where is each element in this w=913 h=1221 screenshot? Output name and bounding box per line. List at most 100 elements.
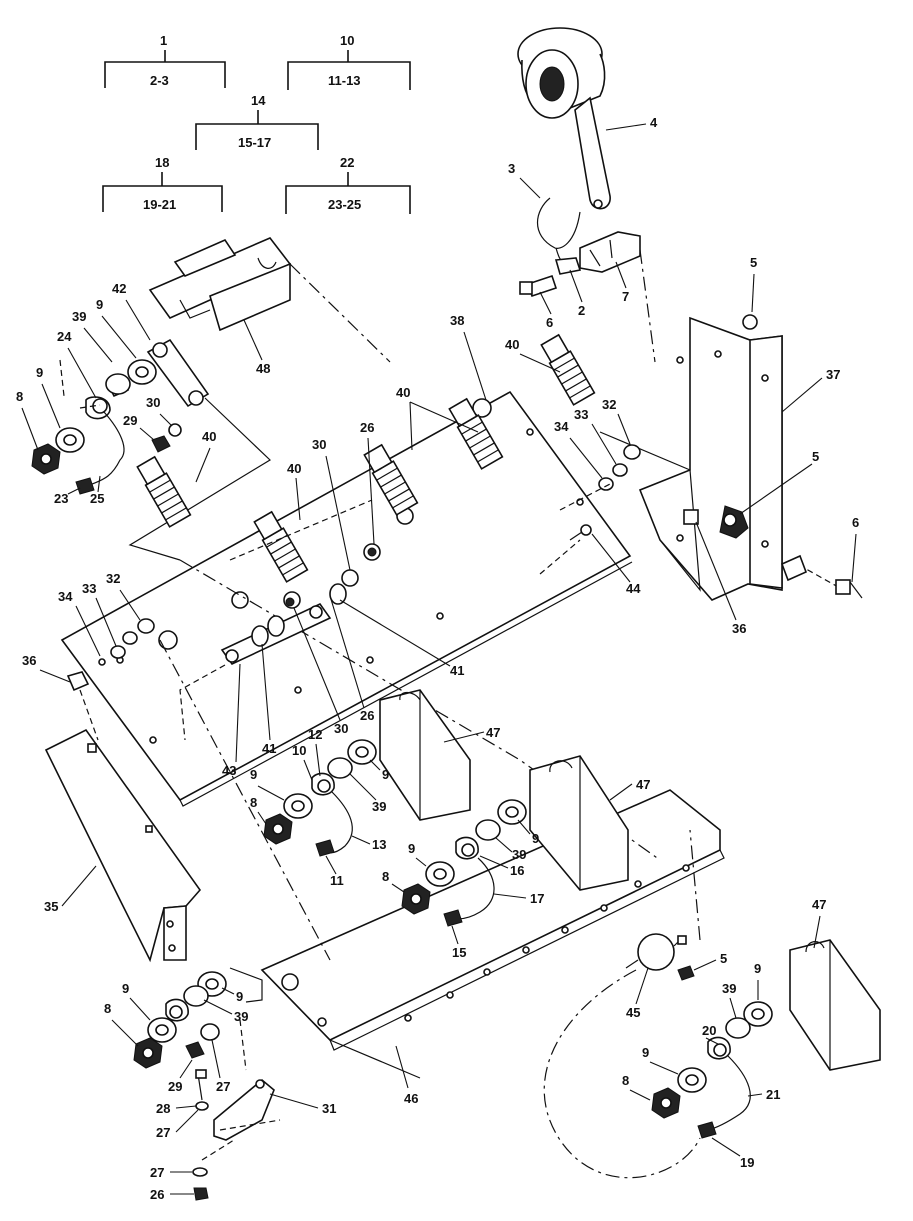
label-25: 25 [90,491,104,506]
label-10: 10 [292,743,306,758]
connector-cluster-center-right [401,799,527,927]
label-9c: 9 [250,767,257,782]
label-4: 4 [650,115,658,130]
label-19: 19 [740,1155,754,1170]
label-5c: 5 [720,951,727,966]
label-27a: 27 [216,1079,230,1094]
callout-14: 14 [251,93,266,108]
callout-22: 22 [340,155,354,170]
label-47a: 47 [486,725,500,740]
callout-1: 1 [160,33,167,48]
label-32a: 32 [602,397,616,412]
label-36a: 36 [732,621,746,636]
label-6b: 6 [852,515,859,530]
wire-clip-parts [519,197,656,363]
label-45: 45 [626,1005,640,1020]
label-28: 28 [156,1101,170,1116]
label-33b: 33 [82,581,96,596]
label-43: 43 [222,763,236,778]
callout-11-13: 11-13 [328,73,361,88]
label-17: 17 [530,891,544,906]
callout-18: 18 [155,155,169,170]
label-39e: 39 [234,1009,248,1024]
bracket-48 [128,237,391,561]
label-26a: 26 [360,420,374,435]
label-9e: 9 [408,841,415,856]
label-3: 3 [508,161,515,176]
label-39b: 39 [372,799,386,814]
label-24: 24 [57,329,72,344]
group-brackets [102,50,411,214]
label-26c: 26 [150,1187,164,1202]
label-8a: 8 [16,389,23,404]
label-8e: 8 [104,1001,111,1016]
label-36b: 36 [22,653,36,668]
label-7: 7 [622,289,629,304]
label-9g: 9 [754,961,761,976]
right-bracket-37 [599,314,863,601]
label-41a: 41 [450,663,464,678]
label-9f: 9 [532,831,539,846]
label-41b: 41 [262,741,276,756]
label-29b: 29 [168,1079,182,1094]
label-48: 48 [256,361,270,376]
label-8c: 8 [382,869,389,884]
label-27c: 27 [150,1165,164,1180]
label-39c: 39 [512,847,526,862]
label-30c: 30 [334,721,348,736]
label-11: 11 [330,873,344,888]
label-47b: 47 [636,777,650,792]
right-washer-set [539,444,641,575]
label-26b: 26 [360,708,374,723]
label-40a: 40 [505,337,519,352]
connector-cluster-top-left [31,338,210,495]
label-29a: 29 [123,413,137,428]
connector-mounts-47 [379,689,881,1071]
callout-19-21: 19-21 [143,197,176,212]
label-40d: 40 [287,461,301,476]
label-30b: 30 [312,437,326,452]
connector-cluster-bottom-left [133,967,281,1201]
label-46: 46 [404,1091,418,1106]
label-39a: 39 [72,309,86,324]
label-23: 23 [54,491,68,506]
center-strip-43 [220,499,381,666]
label-31: 31 [322,1101,336,1116]
label-9h: 9 [642,1045,649,1060]
label-13: 13 [372,837,386,852]
label-40b: 40 [396,385,410,400]
label-9b: 9 [36,365,43,380]
label-15: 15 [452,945,466,960]
label-27b: 27 [156,1125,170,1140]
label-21: 21 [766,1087,780,1102]
label-40c: 40 [202,429,216,444]
label-9i: 9 [122,981,129,996]
label-6a: 6 [546,315,553,330]
label-37: 37 [826,367,840,382]
label-8d: 8 [622,1073,629,1088]
label-20: 20 [702,1023,716,1038]
label-9d: 9 [382,767,389,782]
label-35: 35 [44,899,58,914]
label-2: 2 [578,303,585,318]
label-44: 44 [626,581,641,596]
threaded-connectors [136,333,596,583]
label-32b: 32 [106,571,120,586]
label-30a: 30 [146,395,160,410]
callout-15-17: 15-17 [238,135,271,150]
callout-labels: 1 2-3 10 11-13 14 15-17 18 19-21 22 23-2… [16,33,859,1202]
label-16: 16 [510,863,524,878]
label-34b: 34 [58,589,73,604]
label-5b: 5 [812,449,819,464]
mounting-plate-38 [60,390,633,807]
label-9j: 9 [236,989,243,1004]
label-12: 12 [308,727,322,742]
callout-10: 10 [340,33,354,48]
label-8b: 8 [250,795,257,810]
lever-part [517,27,611,210]
label-33a: 33 [574,407,588,422]
label-9a: 9 [96,297,103,312]
label-5a: 5 [750,255,757,270]
label-39d: 39 [722,981,736,996]
